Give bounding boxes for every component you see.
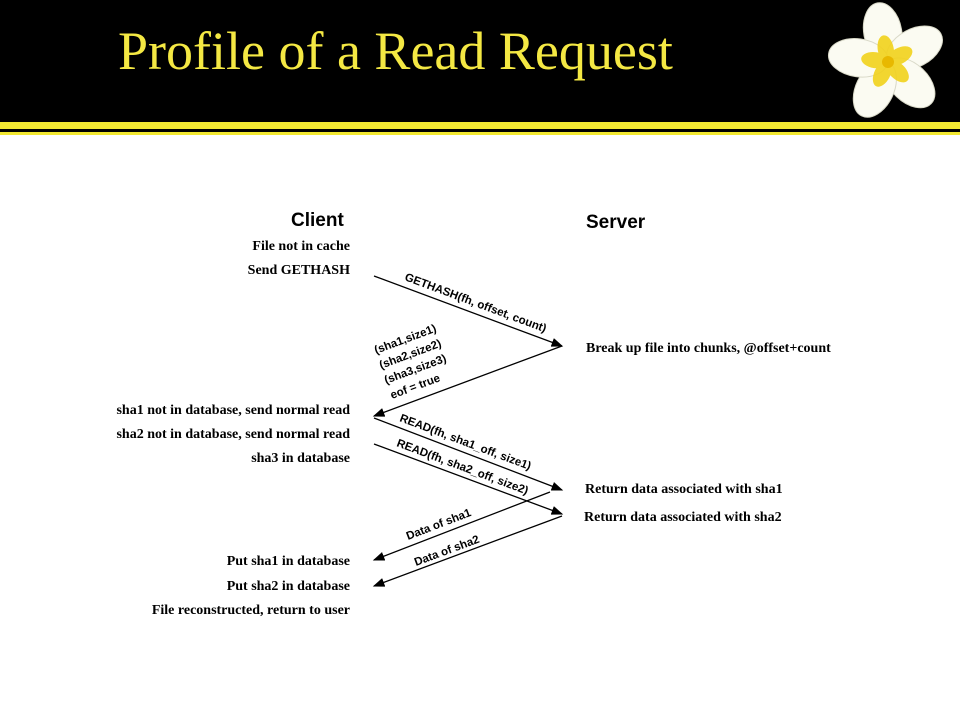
client-step: sha3 in database <box>251 451 350 466</box>
client-step: Put sha2 in database <box>226 579 350 594</box>
gethash-arrow <box>373 275 564 347</box>
data-sha2-arrow <box>372 515 563 587</box>
server-step: Return data associated with sha2 <box>584 510 782 525</box>
client-step: sha1 not in database, send normal read <box>116 403 350 418</box>
data-sha1-arrow <box>372 491 551 561</box>
client-step: sha2 not in database, send normal read <box>116 427 350 442</box>
header-stripe <box>0 122 960 129</box>
data-sha1-label: Data of sha1 <box>405 507 474 543</box>
slide-title: Profile of a Read Request <box>118 21 673 81</box>
read-sha1-arrow <box>373 417 564 491</box>
client-step: Send GETHASH <box>247 263 350 278</box>
header-stripe-divider <box>0 129 960 132</box>
server-header: Server <box>586 212 646 233</box>
data-sha2-label: Data of sha2 <box>413 534 481 569</box>
header-stripe-lower <box>0 132 960 135</box>
server-step: Return data associated with sha1 <box>585 482 783 497</box>
server-step: Break up file into chunks, @offset+count <box>586 341 831 356</box>
plumeria-flower-icon <box>827 2 943 118</box>
client-step: File not in cache <box>252 239 350 254</box>
read-sha2-arrow <box>373 443 564 515</box>
client-step: Put sha1 in database <box>226 554 350 569</box>
hash-reply-arrow <box>372 345 563 417</box>
client-step: File reconstructed, return to user <box>151 603 350 618</box>
client-header: Client <box>291 210 344 231</box>
slide-header <box>0 0 960 122</box>
